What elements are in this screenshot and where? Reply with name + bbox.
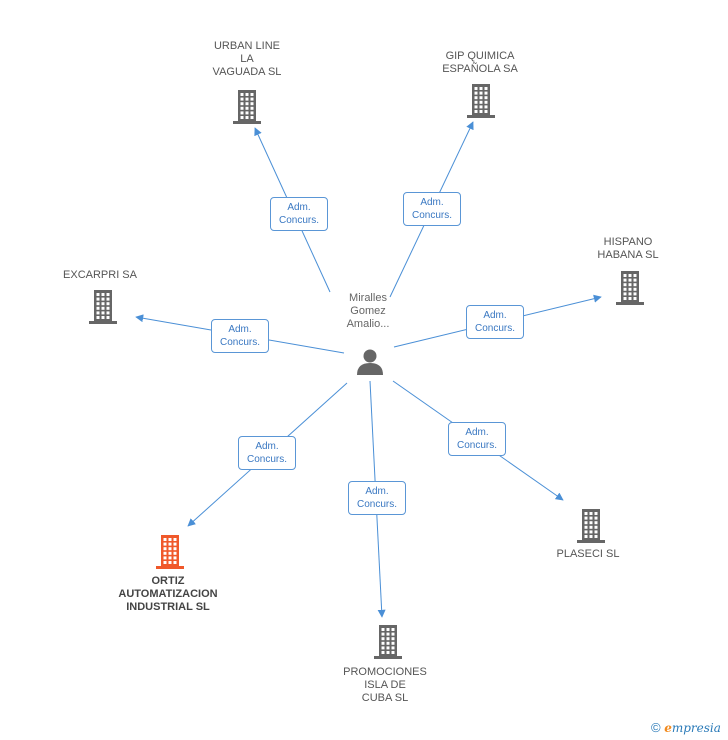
node-label-plaseci[interactable]: PLASECI SL [556,548,620,560]
building-icon-promociones[interactable] [374,625,402,659]
building-icon-gip[interactable] [467,84,495,118]
copyright-icon: © [651,720,661,735]
node-label-excarpri[interactable]: EXCARPRI SA [63,269,137,281]
node-label-promociones[interactable]: PROMOCIONES ISLA DE CUBA SL [343,666,427,704]
edge-badge-ortiz[interactable]: Adm. Concurs. [238,436,296,470]
footer-brand: © empresia [651,720,721,735]
edge-badge-plaseci[interactable]: Adm. Concurs. [448,422,506,456]
node-icons [89,84,644,659]
edge-badge-excarpri[interactable]: Adm. Concurs. [211,319,269,353]
node-label-hispano[interactable]: HISPANO HABANA SL [597,236,659,261]
edge-badge-hispano[interactable]: Adm. Concurs. [466,305,524,339]
building-icon-ortiz[interactable] [156,535,184,569]
edge-badge-promociones[interactable]: Adm. Concurs. [348,481,406,515]
building-icon-urban[interactable] [233,90,261,124]
brand-name: mpresia [671,721,721,735]
building-icon-excarpri[interactable] [89,290,117,324]
building-icon-plaseci[interactable] [577,509,605,543]
edge-badge-urban[interactable]: Adm. Concurs. [270,197,328,231]
node-label-urban[interactable]: URBAN LINE LA VAGUADA SL [212,40,282,78]
building-icon-hispano[interactable] [616,271,644,305]
node-label-ortiz[interactable]: ORTIZ AUTOMATIZACION INDUSTRIAL SL [118,575,218,613]
brand-logo-e: e [664,721,672,735]
node-label-gip[interactable]: GIP QUIMICA ESPAÑOLA SA [442,50,518,75]
edge-badge-gip[interactable]: Adm. Concurs. [403,192,461,226]
person-icon[interactable] [357,349,383,376]
center-person-label[interactable]: Miralles Gomez Amalio... [346,292,390,330]
